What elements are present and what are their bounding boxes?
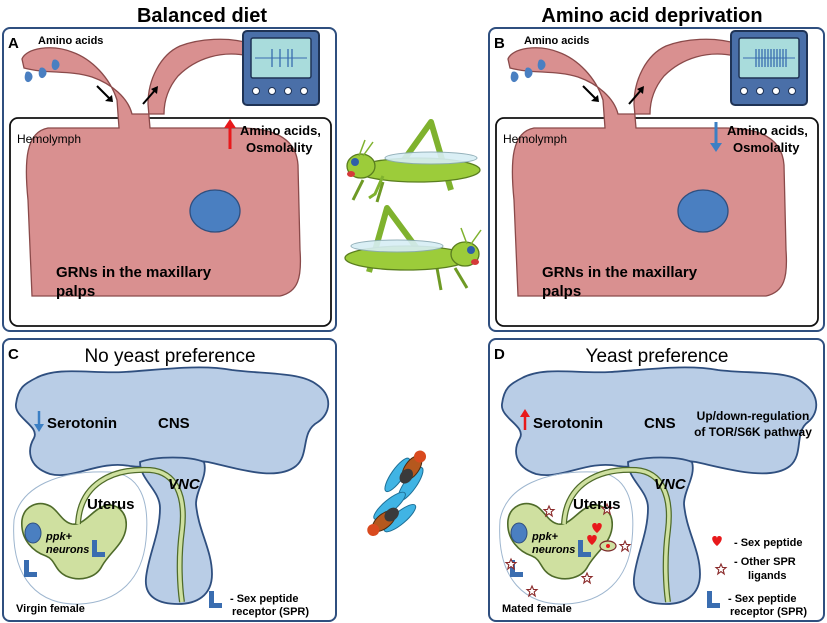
panel-c-legend-spr-line2: receptor (SPR): [232, 606, 309, 618]
panel-a-amino-acids-label: Amino acids: [38, 35, 103, 47]
panel-a-nucleus: [189, 189, 241, 233]
panel-b-hemolymph-label: Hemolymph: [503, 132, 567, 146]
panel-c-cns: [15, 366, 330, 476]
grasshopper-bottom-icon: [344, 205, 482, 291]
panel-d-vnc: [627, 456, 701, 605]
fly-bottom-icon: [367, 491, 417, 536]
panel-d-legend-spr-line2: receptor (SPR): [730, 606, 807, 618]
panel-d-uterus: [507, 502, 613, 580]
panel-b-nucleus: [677, 189, 729, 233]
panel-b-grn-neuron: [507, 38, 788, 297]
panel-c-title: No yeast preference: [84, 346, 255, 367]
panel-d-ppk-line1: ppk+: [531, 531, 559, 543]
panel-d-female-label: Mated female: [502, 603, 572, 615]
header-amino-acid-deprivation: Amino acid deprivation: [541, 5, 762, 27]
panel-c-ppk-line2: neurons: [46, 544, 89, 556]
panel-c-serotonin-label: Serotonin: [47, 415, 117, 432]
panel-c-vnc-label: VNC: [168, 476, 201, 493]
panel-c-cns-label: CNS: [158, 415, 190, 432]
panel-d-legend-spr-line1: - Sex peptide: [728, 593, 796, 605]
panel-b: B Amino acids Hemolymph Amino acids, Osm…: [488, 27, 825, 332]
panel-b-change-line2: Osmolality: [733, 140, 800, 155]
panel-c-uterus-label: Uterus: [87, 496, 135, 513]
fly-top-icon: [384, 450, 427, 502]
panel-c-letter: C: [8, 346, 19, 363]
panel-d-title: Yeast preference: [586, 346, 729, 367]
panel-c: C No yeast preference Serotonin CNS VNC …: [2, 338, 337, 622]
panel-c-tract-outline: [13, 471, 148, 605]
grasshopper-top-icon: [346, 119, 481, 203]
panel-d-serotonin-label: Serotonin: [533, 415, 603, 432]
panel-d-serotonin-up-arrow-icon: [520, 409, 530, 430]
header-balanced-diet: Balanced diet: [137, 5, 267, 27]
panel-d-cns: [501, 366, 818, 476]
panel-a-cell-line1: GRNs in the maxillary: [56, 264, 212, 281]
panel-c-female-label: Virgin female: [16, 603, 85, 615]
panel-d-legend-other-line1: - Other SPR: [734, 556, 796, 568]
panel-d-vnc-label: VNC: [654, 476, 687, 493]
panel-d-tor-line1: Up/down-regulation: [697, 409, 810, 423]
panel-d-tor-line2: of TOR/S6K pathway: [694, 425, 812, 439]
panel-b-letter: B: [494, 35, 505, 52]
panel-c-uterus: [21, 502, 127, 580]
panel-b-down-arrow-icon: [710, 122, 722, 152]
panel-d-letter: D: [494, 346, 505, 363]
panel-a-hemolymph-label: Hemolymph: [17, 132, 81, 146]
panel-d-uterus-label: Uterus: [573, 496, 621, 513]
panel-d-legend-other-line2: ligands: [748, 570, 787, 582]
panel-c-serotonin-down-arrow-icon: [34, 411, 44, 432]
panel-a-change-line1: Amino acids,: [240, 123, 321, 138]
panel-a-letter: A: [8, 35, 19, 52]
panel-c-vnc: [139, 456, 213, 605]
panel-b-cell-line1: GRNs in the maxillary: [542, 264, 698, 281]
panel-d: D Yeast preference Serotonin CNS Up/down…: [488, 338, 825, 622]
panel-a-recording-monitor-icon: [242, 30, 320, 106]
panel-b-recording-monitor-icon: [730, 30, 808, 106]
panel-b-change-line1: Amino acids,: [727, 123, 808, 138]
panel-a-grn-neuron: [21, 38, 302, 297]
panel-b-cell-line2: palps: [542, 283, 581, 300]
panel-a-cell-line2: palps: [56, 283, 95, 300]
panel-c-legend-spr-line1: - Sex peptide: [230, 593, 298, 605]
panel-c-ppk-line1: ppk+: [45, 531, 73, 543]
panel-b-amino-acids-label: Amino acids: [524, 35, 589, 47]
panel-d-legend-sex-peptide-label: - Sex peptide: [734, 537, 802, 549]
panel-a-change-line2: Osmolality: [246, 140, 313, 155]
panel-d-cns-label: CNS: [644, 415, 676, 432]
panel-d-ppk-line2: neurons: [532, 544, 575, 556]
panel-a-up-arrow-icon: [224, 119, 236, 149]
panel-a: A Amino acids Hemolymph Amino acids, Osm…: [2, 27, 337, 332]
